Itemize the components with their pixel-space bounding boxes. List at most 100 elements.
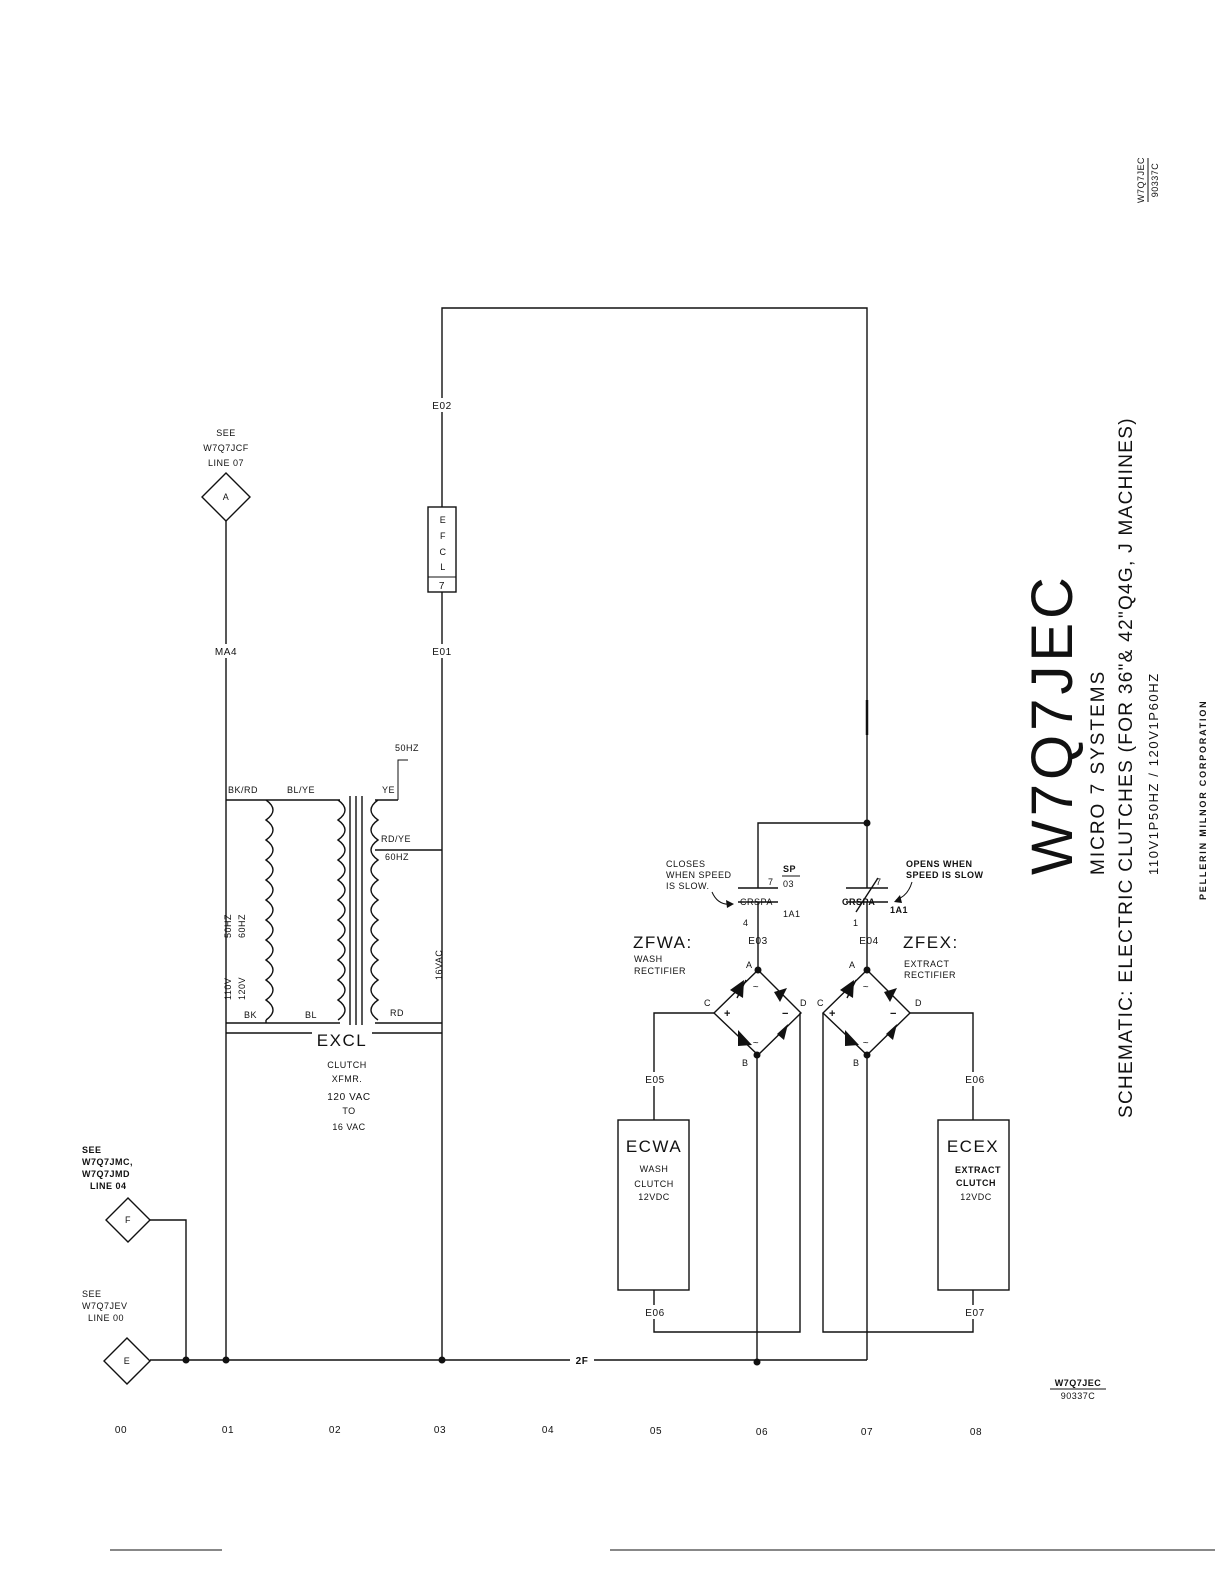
crspa-wash-top: 7 (768, 877, 774, 887)
svg-text:~: ~ (753, 982, 759, 993)
ref-a-see: SEE (216, 428, 236, 438)
title-block: W7Q7JEC MICRO 7 SYSTEMS SCHEMATIC: ELECT… (1020, 417, 1208, 1118)
crspa-extract-ref: 1A1 (890, 905, 908, 915)
contact-crspa-extract: 7 CRSPA 1 1A1 OPENS WHEN SPEED IS SLOW (842, 859, 984, 928)
xfmr-60hz-tap: 60HZ (385, 852, 409, 862)
svg-text:+: + (829, 1008, 836, 1020)
crspa-wash-bottom: 4 (743, 918, 749, 928)
crspa-wash-note-3: IS SLOW. (666, 881, 710, 891)
svg-text:~: ~ (863, 1038, 869, 1049)
crspa-extract-label: CRSPA (842, 897, 875, 907)
ecwa-name: ECWA (626, 1137, 682, 1156)
xfmr-desc-4: TO (342, 1106, 355, 1116)
zfex-name: ZFEX: (903, 933, 959, 952)
xfmr-primary-60hz: 60HZ (237, 914, 247, 938)
line-number-07: 07 (861, 1427, 873, 1438)
ref-e-see: SEE (82, 1289, 102, 1299)
fuse-letter-2: F (440, 531, 446, 541)
zfex-a: A (849, 960, 856, 970)
xfmr-primary-50hz: 50HZ (223, 914, 233, 938)
clutch-ecex: ECEX EXTRACT CLUTCH 12VDC (937, 1119, 1010, 1291)
clutch-ecwa: ECWA WASH CLUTCH 12VDC (617, 1119, 690, 1291)
crspa-extract-note-2: SPEED IS SLOW (906, 870, 984, 880)
ref-e-doc: W7Q7JEV (82, 1301, 128, 1311)
zfex-desc-2: RECTIFIER (904, 970, 956, 980)
zfwa-desc-1: WASH (634, 954, 663, 964)
line-number-08: 08 (970, 1427, 982, 1438)
xfmr-rd: RD (390, 1008, 404, 1018)
ecex-line1: EXTRACT (955, 1165, 1001, 1175)
stamp-code: W7Q7JEC (1136, 157, 1146, 203)
zfwa-c: C (704, 998, 711, 1008)
xfmr-bk-rd: BK/RD (228, 785, 258, 795)
zfex-c: C (817, 998, 824, 1008)
xfmr-rd-ye: RD/YE (381, 834, 411, 844)
crspa-wash-sp-line: 03 (783, 879, 794, 889)
xfmr-desc-5: 16 VAC (332, 1122, 365, 1132)
stamp-bottom-drawing-no: 90337C (1061, 1391, 1096, 1401)
zfwa-b: B (742, 1058, 749, 1068)
ref-e-symbol: E (124, 1356, 131, 1366)
zfwa-d: D (800, 998, 807, 1008)
zfex-desc-1: EXTRACT (904, 959, 950, 969)
ref-a-doc: W7Q7JCF (203, 443, 249, 453)
line-number-00: 00 (115, 1425, 127, 1436)
zfex-d: D (915, 998, 922, 1008)
svg-text:~: ~ (753, 1038, 759, 1049)
crspa-extract-bottom: 1 (853, 918, 859, 928)
crspa-wash-sp: SP (783, 864, 796, 874)
wire-e07: E07 (965, 1308, 985, 1319)
ref-f-doc2: W7Q7JMD (82, 1169, 130, 1179)
fuse-efcl: E F C L 7 (427, 506, 457, 593)
wire-e02: E02 (432, 401, 452, 412)
wire-e03: E03 (748, 936, 768, 947)
ref-a-line: LINE 07 (208, 458, 244, 468)
svg-text:+: + (724, 1008, 731, 1020)
wire-e05: E05 (645, 1075, 665, 1086)
wire-e06-right: E06 (965, 1075, 985, 1086)
wire-bus-2f: 2F (576, 1356, 589, 1367)
crspa-extract-note-1: OPENS WHEN (906, 859, 973, 869)
ecwa-line1: WASH (640, 1164, 669, 1174)
svg-text:−: − (782, 1008, 789, 1020)
fuse-letter-1: E (440, 515, 447, 525)
ref-f-doc1: W7Q7JMC, (82, 1157, 133, 1167)
line-number-03: 03 (434, 1425, 446, 1436)
fuse-letter-4: L (440, 562, 446, 572)
svg-text:~: ~ (863, 982, 869, 993)
crspa-wash-note-1: CLOSES (666, 859, 706, 869)
wire-e04: E04 (859, 936, 879, 947)
rectifier-zfex: ZFEX: EXTRACT RECTIFIER ~ ~ + − A B C D (817, 933, 959, 1068)
title-ratings: 110V1P50HZ / 120V1P60HZ (1146, 672, 1161, 875)
stamp-bottom-code: W7Q7JEC (1055, 1378, 1102, 1388)
drawing-stamp-top: W7Q7JEC 90337C (1136, 157, 1160, 203)
ref-f-symbol: F (125, 1215, 131, 1225)
title-system: MICRO 7 SYSTEMS (1088, 670, 1109, 875)
xfmr-ye: YE (382, 785, 395, 795)
reference-f: SEE W7Q7JMC, W7Q7JMD LINE 04 F (82, 1145, 151, 1243)
title-description: SCHEMATIC: ELECTRIC CLUTCHES (FOR 36"& 4… (1116, 417, 1137, 1118)
line-numbers: 00 01 02 03 04 05 06 07 08 (115, 1425, 982, 1438)
xfmr-50hz-tap: 50HZ (395, 743, 419, 753)
xfmr-bl-ye: BL/YE (287, 785, 315, 795)
wiring (150, 307, 974, 1366)
ecwa-line3: 12VDC (638, 1192, 670, 1202)
zfwa-name: ZFWA: (633, 933, 693, 952)
wire-labels: E02 E01 MA4 2F E03 E04 E05 E06 E06 E07 (212, 398, 990, 1367)
drawing-stamp-bottom: W7Q7JEC 90337C (1050, 1378, 1106, 1401)
line-number-04: 04 (542, 1425, 554, 1436)
ref-a-symbol: A (223, 492, 230, 502)
title-drawing-code: W7Q7JEC (1020, 573, 1085, 875)
wire-e06-bottom: E06 (645, 1308, 665, 1319)
line-number-01: 01 (222, 1425, 234, 1436)
xfmr-120v: 120V (237, 977, 247, 1000)
stamp-drawing-no: 90337C (1150, 163, 1160, 198)
reference-e: SEE W7Q7JEV LINE 00 E (82, 1289, 151, 1385)
ref-e-line: LINE 00 (88, 1313, 124, 1323)
fuse-letter-3: C (440, 547, 447, 557)
zfwa-desc-2: RECTIFIER (634, 966, 686, 976)
ecex-line3: 12VDC (960, 1192, 992, 1202)
crspa-wash-note-2: WHEN SPEED (666, 870, 732, 880)
reference-a: SEE W7Q7JCF LINE 07 A (201, 428, 251, 522)
